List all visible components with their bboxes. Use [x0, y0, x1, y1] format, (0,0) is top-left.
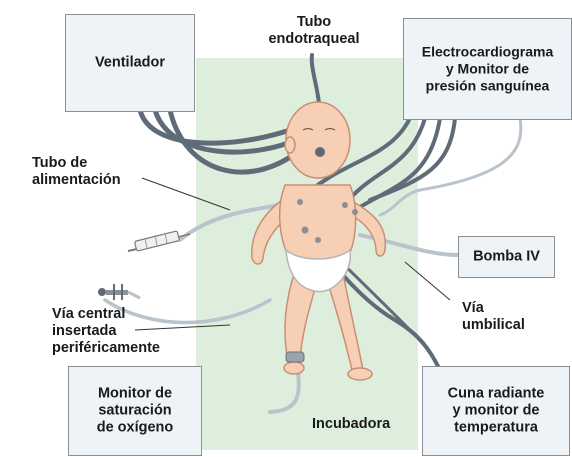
- ecg-monitor-box: Electrocardiograma y Monitor de presión …: [403, 18, 572, 120]
- leader-lines: [134, 177, 451, 331]
- baby-face: [302, 127, 336, 157]
- ecg-lead-3: [353, 116, 442, 212]
- baby-illustration: [251, 101, 387, 381]
- electrodes: [297, 199, 358, 243]
- iv-connector-icon: [98, 284, 141, 300]
- picc-line: [103, 298, 272, 325]
- feeding-tube-label: Tubo de alimentación: [32, 155, 121, 188]
- radiant-warmer-box: Cuna radiante y monitor de temperatura: [422, 366, 570, 456]
- iv-pump-box: Bomba IV: [458, 236, 555, 278]
- ventilator-label: Ventilador: [94, 54, 166, 71]
- iv-pump-label: Bomba IV: [473, 248, 540, 265]
- ecg-lead-4: [368, 116, 457, 202]
- radiant-warmer-label: Cuna radiante y monitor de temperatura: [447, 385, 545, 436]
- umbilical-line-label: Vía umbilical: [462, 300, 525, 333]
- diaper: [285, 248, 352, 293]
- oxygen-monitor-label: Monitor de saturación de oxígeno: [96, 385, 174, 436]
- syringe-icon: [127, 230, 191, 252]
- ecg-lead-2: [343, 116, 427, 207]
- oxygen-sensor-line: [268, 368, 301, 414]
- ecg-light-tube: [378, 116, 523, 217]
- oxygen-monitor-box: Monitor de saturación de oxígeno: [68, 366, 202, 456]
- ventilator-box: Ventilador: [65, 14, 195, 112]
- incubator-label: Incubadora: [312, 416, 391, 432]
- ventilator-hose-3: [167, 107, 303, 175]
- feeding-tube: [178, 203, 282, 242]
- oxygen-sensor: [285, 351, 305, 363]
- endotracheal-tube-label: Tubo endotraqueal: [268, 14, 360, 47]
- ecg-monitor-label: Electrocardiograma y Monitor de presión …: [421, 43, 554, 94]
- picc-line-label: Vía central insertada periféricamente: [52, 306, 160, 356]
